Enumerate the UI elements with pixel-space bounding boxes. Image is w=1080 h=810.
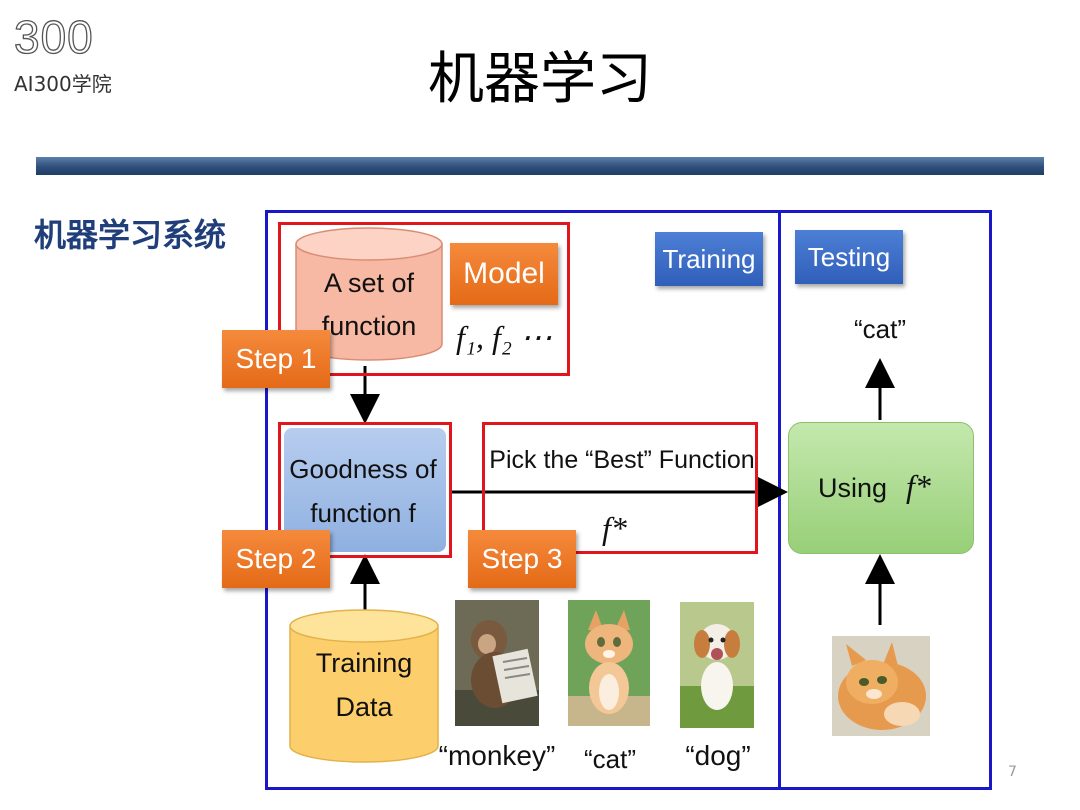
dog-caption: “dog”: [685, 740, 751, 771]
dog-photo: [680, 602, 754, 728]
f-star-label: f*: [602, 510, 627, 546]
monkey-caption: “monkey”: [438, 740, 556, 771]
using-f-star: f*: [906, 468, 931, 504]
training-data-cylinder: [289, 609, 439, 763]
testing-tag: Testing: [795, 230, 903, 284]
monkey-photo: [455, 600, 539, 726]
section-title: 机器学习系统: [34, 216, 227, 254]
training-tag: Training: [655, 232, 763, 286]
step3-badge: Step 3: [468, 530, 576, 588]
logo-name: AI300学院: [14, 72, 112, 96]
pick-best-label: Pick the “Best” Function: [489, 446, 755, 474]
function-list-math: f₁, f₂ ⋯: [456, 319, 553, 355]
model-frame: [278, 222, 570, 376]
goodness-label-1: Goodness of: [289, 454, 437, 484]
function-set-label-2: function: [321, 311, 417, 341]
model-badge: Model: [450, 243, 558, 305]
output-label: “cat”: [854, 314, 906, 344]
function-set-label-1: A set of: [323, 268, 415, 298]
goodness-frame: [278, 422, 452, 558]
cat-photo: [568, 600, 650, 726]
logo-number: 300: [13, 11, 94, 63]
page-number: 7: [1008, 764, 1017, 780]
test-cat-photo: [832, 636, 930, 736]
using-box: [788, 422, 974, 554]
using-label: Using: [818, 473, 888, 503]
cat-caption: “cat”: [584, 744, 636, 774]
page-title: 机器学习: [428, 47, 652, 112]
training-data-label-2: Data: [335, 692, 393, 722]
pick-best-frame: [482, 422, 758, 554]
goodness-label-2: function f: [310, 498, 416, 528]
training-data-label-1: Training: [315, 648, 413, 678]
step2-badge: Step 2: [222, 530, 330, 588]
header-divider: [36, 157, 1044, 175]
step1-badge: Step 1: [222, 330, 330, 388]
